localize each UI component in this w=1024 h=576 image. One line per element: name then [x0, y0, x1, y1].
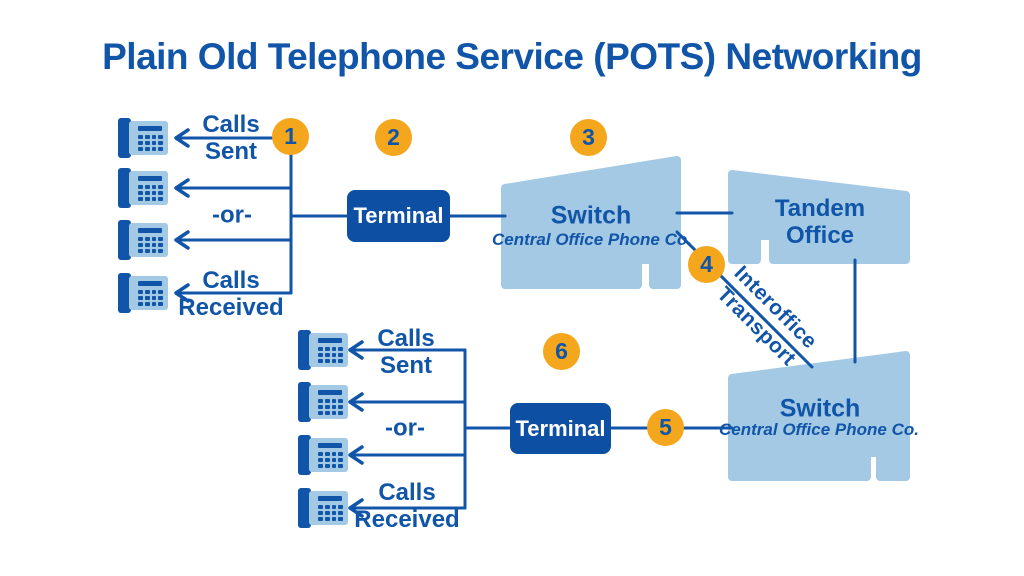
- phone-display: [138, 228, 162, 233]
- calls-received-line2: Received: [178, 294, 284, 321]
- phone-handset: [118, 118, 131, 158]
- calls-sent-label-top: Calls Sent: [202, 111, 259, 165]
- phone-keypad: [138, 237, 163, 253]
- tandem-office-label: Tandem Office: [775, 195, 865, 249]
- telephone-icon: [118, 220, 168, 260]
- calls-received-label-bottom: Calls Received: [354, 479, 459, 533]
- telephone-icon: [118, 273, 168, 313]
- calls-received-line2: Received: [354, 506, 460, 533]
- calls-sent-line2: Sent: [379, 352, 432, 379]
- calls-sent-line1: Calls: [377, 325, 435, 352]
- top-arrowhead-3: [174, 230, 190, 250]
- phone-handset: [118, 168, 131, 208]
- phone-keypad: [318, 505, 343, 521]
- calls-sent-line2: Sent: [204, 138, 257, 165]
- phone-display: [138, 126, 162, 131]
- top-arrowhead-2: [174, 178, 190, 198]
- calls-received-label-top: Calls Received: [178, 267, 283, 321]
- phone-handset: [298, 488, 311, 528]
- step-badge-6: 6: [543, 333, 580, 370]
- bottom-arrowhead-1: [348, 340, 364, 360]
- step-badge-3: 3: [570, 119, 607, 156]
- phone-display: [318, 496, 342, 501]
- bottom-arrowhead-3: [348, 445, 364, 465]
- calls-sent-line1: Calls: [202, 111, 260, 138]
- diagram-title: Plain Old Telephone Service (POTS) Netwo…: [102, 36, 922, 77]
- step-badge-5: 5: [647, 409, 684, 446]
- phone-keypad: [318, 347, 343, 363]
- switch2-subtitle: Central Office Phone Co.: [719, 420, 919, 439]
- top-arrowhead-4: [174, 283, 190, 303]
- terminal-box-2: Terminal: [510, 403, 611, 454]
- tandem-office-building: [728, 170, 910, 264]
- switch-building-1: [501, 156, 681, 289]
- switch-building-2: [728, 351, 910, 481]
- calls-received-line1: Calls: [378, 479, 436, 506]
- telephone-icon: [298, 330, 348, 370]
- tandem-line2: Office: [785, 222, 855, 249]
- top-arrowhead-1: [174, 128, 190, 148]
- terminal-box-1: Terminal: [347, 190, 450, 242]
- telephone-icon: [118, 168, 168, 208]
- phone-display: [318, 443, 342, 448]
- phone-display: [318, 390, 342, 395]
- telephone-icon: [298, 435, 348, 475]
- or-label-bottom: -or-: [385, 414, 425, 442]
- phone-display: [318, 338, 342, 343]
- phone-display: [138, 281, 162, 286]
- telephone-icon: [298, 488, 348, 528]
- phone-handset: [298, 382, 311, 422]
- calls-sent-label-bottom: Calls Sent: [377, 325, 434, 379]
- phone-handset: [298, 435, 311, 475]
- step-badge-4: 4: [688, 246, 725, 283]
- phone-keypad: [138, 135, 163, 151]
- telephone-icon: [298, 382, 348, 422]
- phone-handset: [118, 220, 131, 260]
- switch2-title: Switch: [779, 394, 861, 423]
- phone-keypad: [138, 290, 163, 306]
- telephone-icon: [118, 118, 168, 158]
- or-label-top: -or-: [212, 201, 252, 229]
- switch1-subtitle: Central Office Phone Co.: [492, 230, 692, 249]
- phone-keypad: [318, 452, 343, 468]
- step-badge-1: 1: [272, 118, 309, 155]
- tandem-line1: Tandem: [774, 195, 866, 222]
- phone-handset: [298, 330, 311, 370]
- phone-keypad: [318, 399, 343, 415]
- bottom-arrowhead-2: [348, 392, 364, 412]
- step-badge-2: 2: [375, 119, 412, 156]
- phone-handset: [118, 273, 131, 313]
- bottom-arrowhead-4: [348, 498, 364, 518]
- switch1-title: Switch: [550, 201, 632, 230]
- phone-display: [138, 176, 162, 181]
- calls-received-line1: Calls: [202, 267, 260, 294]
- phone-keypad: [138, 185, 163, 201]
